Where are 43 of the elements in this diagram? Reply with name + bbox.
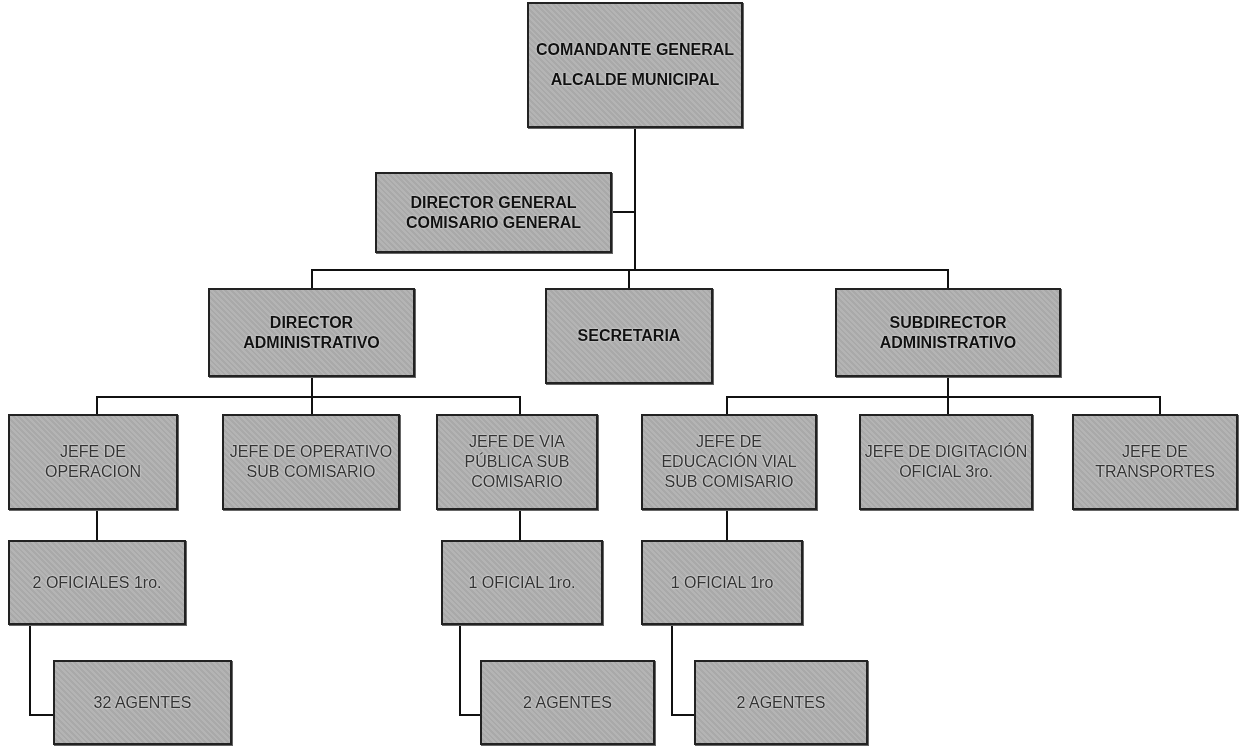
org-box (859, 414, 1033, 510)
org-box (436, 414, 598, 510)
position-title: JEFE DE EDUCACIÓN VIAL SUB COMISARIO (660, 432, 798, 492)
position-title: SUBDIRECTOR ADMINISTRATIVO (878, 312, 1018, 353)
org-box (8, 414, 178, 510)
org-box (222, 414, 400, 510)
position-title: JEFE DE TRANSPORTES (1094, 442, 1216, 482)
position-title: 1 OFICIAL 1ro (669, 572, 775, 593)
org-box (375, 172, 612, 253)
org-box (441, 540, 603, 625)
org-box (641, 414, 817, 510)
position-title: DIRECTOR GENERAL (409, 192, 578, 213)
connector-line (459, 624, 481, 716)
org-box (641, 540, 803, 625)
position-title: JEFE DE DIGITACIÓN OFICIAL 3ro. (863, 442, 1029, 482)
position-title: COMISARIO GENERAL (404, 212, 583, 233)
org-box (53, 660, 232, 745)
position-title: ALCALDE MUNICIPAL (549, 70, 721, 90)
org-box (8, 540, 186, 625)
org-box (545, 288, 713, 384)
org-box (480, 660, 655, 745)
connector-line (29, 624, 54, 716)
org-box (694, 660, 868, 745)
position-title: COMANDANTE GENERAL (534, 40, 736, 60)
connector-line (96, 509, 98, 541)
position-title: SECRETARIA (576, 326, 682, 346)
org-box (1072, 414, 1238, 510)
position-title: 2 AGENTES (522, 692, 613, 713)
position-title: JEFE DE OPERATIVO SUB COMISARIO (228, 442, 394, 482)
position-title: JEFE DE VIA PÚBLICA SUB COMISARIO (463, 432, 571, 492)
position-title: DIRECTOR ADMINISTRATIVO (242, 312, 381, 353)
connector-line (519, 509, 521, 541)
connector-line (947, 376, 1161, 415)
position-title: 2 OFICIALES 1ro. (31, 572, 163, 593)
position-title: 2 AGENTES (735, 692, 827, 713)
org-box (835, 288, 1061, 377)
connector-line (671, 624, 695, 716)
org-box (527, 2, 743, 128)
org-box (208, 288, 415, 377)
position-title: 1 OFICIAL 1ro. (467, 572, 577, 593)
position-title: JEFE DE OPERACION (44, 442, 142, 482)
position-title: 32 AGENTES (92, 692, 193, 713)
connector-line (726, 509, 728, 541)
